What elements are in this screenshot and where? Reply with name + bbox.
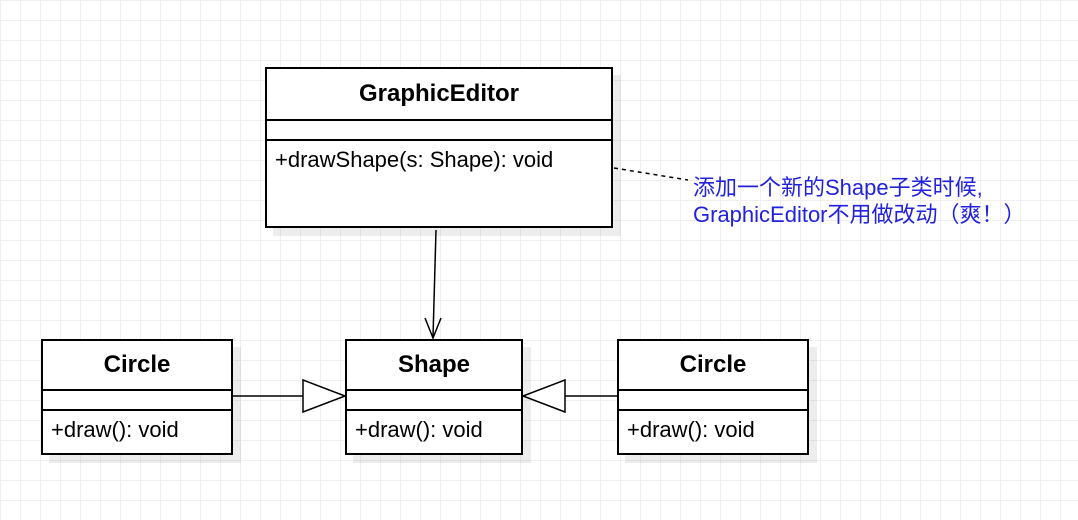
dependency-arrowhead	[424, 317, 442, 341]
method-draw: +draw(): void	[355, 417, 483, 442]
attributes-compartment	[619, 391, 807, 411]
note-line-2: GraphicEditor不用做改动（爽！）	[693, 202, 1026, 227]
class-circle-right[interactable]: Circle +draw(): void	[617, 339, 809, 455]
note-text[interactable]: 添加一个新的Shape子类时候, GraphicEditor不用做改动（爽！）	[693, 174, 1026, 228]
attributes-compartment	[347, 391, 521, 411]
class-name: Circle	[43, 341, 231, 391]
attributes-compartment	[267, 121, 611, 141]
attributes-compartment	[43, 391, 231, 411]
note-anchor-line	[613, 167, 689, 181]
class-name: Circle	[619, 341, 807, 391]
note-line-1: 添加一个新的Shape子类时候,	[693, 175, 983, 200]
method-draw: +draw(): void	[51, 417, 179, 442]
inheritance-arrow-left	[302, 378, 348, 414]
class-name: GraphicEditor	[267, 69, 611, 121]
dependency-line	[432, 229, 437, 338]
class-graphic-editor[interactable]: GraphicEditor +drawShape(s: Shape): void	[265, 67, 613, 228]
class-name: Shape	[347, 341, 521, 391]
inheritance-arrow-right	[520, 378, 566, 414]
class-circle-left[interactable]: Circle +draw(): void	[41, 339, 233, 455]
method-draw-shape: +drawShape(s: Shape): void	[275, 147, 554, 172]
method-draw: +draw(): void	[627, 417, 755, 442]
class-shape[interactable]: Shape +draw(): void	[345, 339, 523, 455]
